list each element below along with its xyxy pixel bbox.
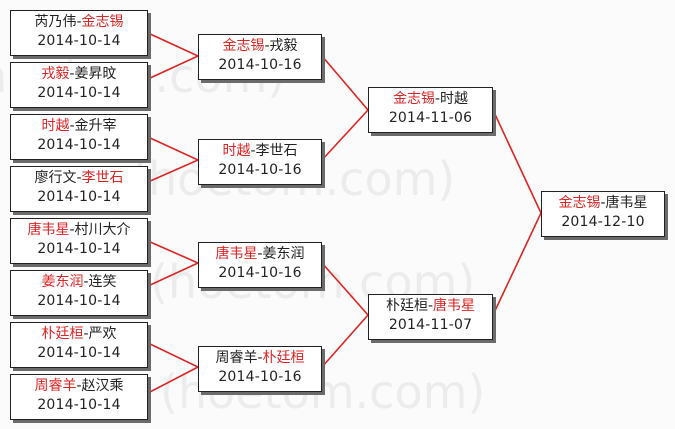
- match-players: 金志锡-时越: [392, 91, 469, 107]
- match-players: 朴廷桓-严欢: [41, 326, 117, 342]
- match-players: 朴廷桓-唐韦星: [385, 298, 476, 314]
- match-players: 时越-金升宰: [41, 118, 117, 134]
- player-name: 严欢: [88, 326, 117, 342]
- player-name: 廖行文: [34, 170, 77, 186]
- match-players: 廖行文-李世石: [34, 170, 124, 186]
- player-name-winner: 姜东润: [41, 274, 84, 290]
- player-name: 村川大介: [74, 222, 131, 238]
- match-r1m3: 时越-金升宰 2014-10-14: [10, 114, 148, 160]
- player-name-winner: 时越: [41, 118, 70, 134]
- match-r1m1: 芮乃伟-金志锡 2014-10-14: [10, 10, 148, 56]
- player-name-winner: 金志锡: [81, 14, 124, 30]
- match-players: 时越-李世石: [222, 143, 298, 159]
- player-name-winner: 周睿羊: [34, 378, 77, 394]
- connector-r1-1-2: [147, 32, 200, 80]
- player-name: 赵汉乘: [81, 378, 124, 394]
- player-name-winner: 时越: [222, 143, 251, 159]
- connector-r2-1-2: [321, 55, 370, 161]
- connector-r1-5-6: [147, 240, 200, 287]
- match-date: 2014-10-14: [37, 189, 121, 205]
- match-date: 2014-10-14: [37, 33, 121, 49]
- match-date: 2014-12-10: [561, 214, 645, 230]
- match-r1m6: 姜东润-连笑 2014-10-14: [10, 270, 148, 316]
- match-players: 姜东润-连笑: [41, 274, 117, 290]
- match-date: 2014-10-16: [218, 162, 302, 178]
- match-date: 2014-10-14: [37, 85, 121, 101]
- match-players: 戎毅-姜昇旼: [41, 66, 117, 82]
- match-r1m2: 戎毅-姜昇旼 2014-10-14: [10, 62, 148, 108]
- match-date: 2014-10-14: [37, 345, 121, 361]
- match-r1m5: 唐韦星-村川大介 2014-10-14: [10, 218, 148, 264]
- match-date: 2014-11-07: [388, 317, 473, 333]
- match-date: 2014-10-16: [218, 265, 302, 281]
- match-date: 2014-10-16: [218, 369, 302, 385]
- player-name-winner: 金志锡: [558, 195, 601, 211]
- match-players: 金志锡-戎毅: [222, 38, 298, 54]
- player-name: 唐韦星: [605, 195, 648, 211]
- match-players: 唐韦星-姜东润: [215, 246, 305, 262]
- player-name: 戎毅: [269, 38, 298, 54]
- player-name-winner: 唐韦星: [433, 298, 476, 314]
- player-name-winner: 李世石: [81, 170, 124, 186]
- player-name-winner: 戎毅: [41, 66, 70, 82]
- player-name: 李世石: [255, 143, 298, 159]
- player-name: 姜昇旼: [74, 66, 117, 82]
- match-r2m1: 金志锡-戎毅 2014-10-16: [198, 34, 322, 80]
- player-name-winner: 唐韦星: [215, 246, 258, 262]
- player-name: 连笑: [88, 274, 117, 290]
- match-r3m2: 朴廷桓-唐韦星 2014-11-07: [368, 294, 493, 340]
- player-name: 周睿羊: [215, 350, 258, 366]
- player-name-winner: 金志锡: [222, 38, 265, 54]
- match-r2m4: 周睿羊-朴廷桓 2014-10-16: [198, 346, 322, 392]
- match-date: 2014-10-14: [37, 293, 121, 309]
- player-name-winner: 朴廷桓: [262, 350, 305, 366]
- connector-r1-7-8: [147, 342, 200, 394]
- match-r1m7: 朴廷桓-严欢 2014-10-14: [10, 322, 148, 368]
- match-players: 周睿羊-朴廷桓: [215, 350, 305, 366]
- player-name: 时越: [440, 91, 469, 107]
- match-r3m1: 金志锡-时越 2014-11-06: [368, 87, 493, 133]
- match-r2m2: 时越-李世石 2014-10-16: [198, 139, 322, 185]
- match-players: 芮乃伟-金志锡: [34, 14, 124, 30]
- match-date: 2014-10-14: [37, 397, 121, 413]
- match-final: 金志锡-唐韦星 2014-12-10: [541, 191, 665, 237]
- match-date: 2014-10-14: [37, 137, 121, 153]
- player-name: 金升宰: [74, 118, 117, 134]
- player-name: 芮乃伟: [34, 14, 77, 30]
- match-date: 2014-10-14: [37, 241, 121, 257]
- player-name-winner: 朴廷桓: [41, 326, 84, 342]
- match-date: 2014-10-16: [218, 57, 302, 73]
- connector-r1-3-4: [147, 136, 200, 183]
- connector-r3-final: [492, 109, 542, 316]
- player-name-winner: 金志锡: [392, 91, 435, 107]
- player-name: 姜东润: [262, 246, 305, 262]
- connector-r2-3-4: [321, 262, 370, 368]
- match-date: 2014-11-06: [388, 110, 473, 126]
- match-players: 金志锡-唐韦星: [558, 195, 648, 211]
- match-players: 周睿羊-赵汉乘: [34, 378, 124, 394]
- player-name: 朴廷桓: [385, 298, 428, 314]
- match-r1m4: 廖行文-李世石 2014-10-14: [10, 166, 148, 212]
- match-players: 唐韦星-村川大介: [27, 222, 131, 238]
- player-name-winner: 唐韦星: [27, 222, 70, 238]
- match-r1m8: 周睿羊-赵汉乘 2014-10-14: [10, 374, 148, 420]
- match-r2m3: 唐韦星-姜东润 2014-10-16: [198, 242, 322, 288]
